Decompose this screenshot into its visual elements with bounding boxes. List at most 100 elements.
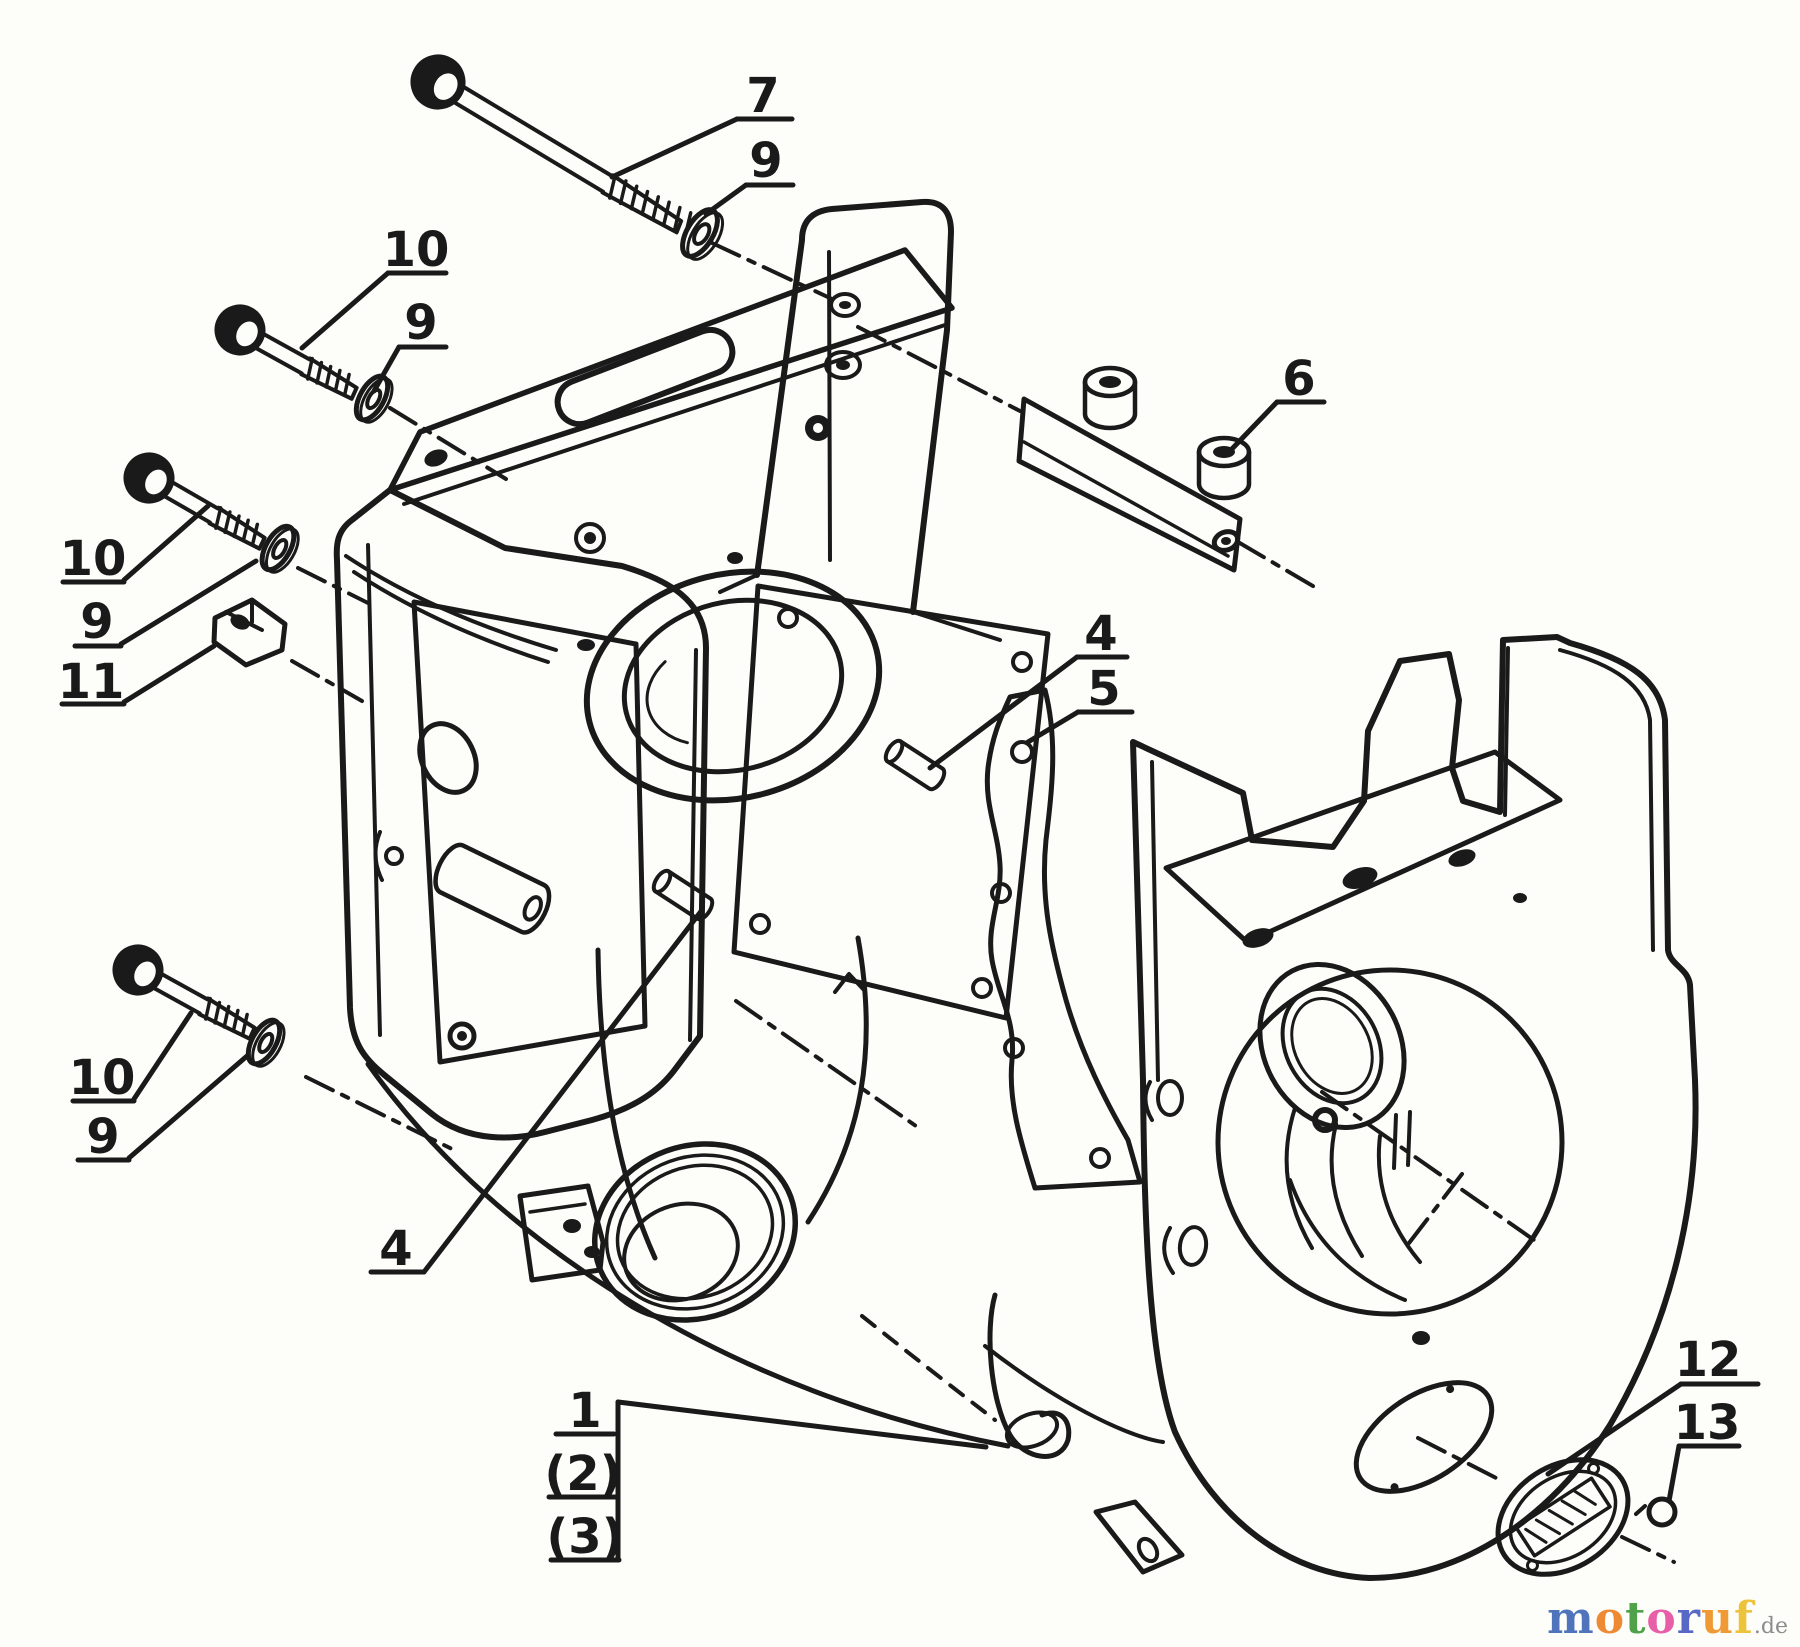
center-arm-outline: [754, 198, 954, 615]
hidden-edge-dashed: [860, 1314, 997, 1422]
assembly-axis-lines: [290, 241, 1676, 1564]
callout-leader-10-lower-left: [131, 1010, 194, 1102]
callout-label-13: 13: [1674, 1395, 1741, 1451]
callout-leader-12: [1545, 1381, 1684, 1477]
callout-10-lower-left: 10: [69, 1010, 194, 1106]
bolt-10-upper: [214, 304, 359, 401]
callout-11: 11: [58, 643, 217, 710]
callout-leader-6: [1226, 399, 1280, 455]
callout-leader-5: [1025, 709, 1081, 745]
left-case-bearing-boss: [433, 842, 552, 935]
face-hole-br: [971, 977, 993, 999]
cylinder-skirt: [595, 935, 869, 1261]
gasket-face-outline: [731, 583, 1051, 1021]
left-crankcase-half: [333, 487, 709, 1141]
housing-bottom-tab: [1093, 1499, 1185, 1575]
plate-screw: [1634, 1496, 1678, 1528]
spacer-boss-1: [1082, 365, 1138, 431]
watermark-letter: u: [1700, 1593, 1734, 1644]
watermark-letter: o: [1594, 1593, 1626, 1644]
callout-4-upper: 4: [927, 606, 1130, 771]
housing-inner-edges: [1150, 646, 1655, 1082]
callout-leader-4-upper: [927, 654, 1080, 771]
watermark-letter: o: [1646, 1593, 1677, 1644]
arm-hole-mid-center: [836, 360, 850, 370]
arm-hole-mid: [824, 350, 862, 380]
spacer-end-hole: [1211, 529, 1241, 553]
left-case-bottom-hole-center: [457, 1031, 467, 1041]
callout-9-upper-left: 9: [371, 295, 449, 394]
callout-4-lower: 4: [368, 907, 705, 1277]
callout-leader-9-upper-left: [371, 344, 402, 394]
callout-label-5: 5: [1087, 661, 1120, 717]
crankcase-bottom-sweep: [365, 1061, 1011, 1449]
callout-label-10-mid-left: 10: [60, 531, 127, 587]
group-bracket-leader: [615, 1399, 989, 1450]
housing-face-oval: [1353, 1380, 1495, 1494]
keyway-marks: [1392, 1110, 1412, 1170]
arm-hole-upper-center: [839, 301, 851, 309]
callout-label-9-mid-left: 9: [80, 594, 113, 650]
housing-oval-arc-1: [1162, 1226, 1175, 1275]
platform-hole-2: [1242, 928, 1274, 948]
top-face-dot-1: [727, 552, 743, 564]
left-case-flange-arc: [373, 830, 384, 882]
callout-label-11: 11: [58, 654, 125, 710]
callout-leader-9-mid-left: [118, 558, 259, 647]
center-crankcase: [365, 198, 1165, 1449]
dowel-pin-lower: [651, 868, 715, 922]
left-case-top-bracket: [387, 247, 955, 554]
crankcase-bottom-inner: [983, 1344, 1165, 1444]
callout-label-9-top: 9: [749, 133, 782, 189]
crank-bore: [583, 568, 883, 804]
watermark-letter: t: [1625, 1593, 1647, 1644]
gasket-arrow-mark: [833, 972, 866, 994]
callout-10-upper-left: 10: [299, 222, 449, 351]
callout-label-7: 7: [746, 68, 779, 124]
housing-outline: [1130, 634, 1699, 1581]
watermark-letter: m: [1547, 1593, 1595, 1644]
bearing-seal-rings: [1257, 961, 1407, 1131]
platform-hole-1: [1342, 866, 1378, 890]
bracket-step-ring-hole: [574, 522, 606, 554]
callout-13: 13: [1666, 1395, 1742, 1504]
rear-mount-hook: [987, 1292, 1072, 1459]
callout-label-9-upper-left: 9: [404, 295, 437, 351]
callout-leader-4-lower: [421, 907, 705, 1275]
callout-7: 7: [609, 68, 795, 180]
piston: [591, 1141, 799, 1323]
arm-hole-upper: [829, 292, 861, 318]
housing-oval-hole-1: [1177, 1225, 1209, 1267]
spacer-bar-plate: [1016, 396, 1243, 573]
arm-hole-lower-center: [813, 423, 823, 433]
callout-5: 5: [1025, 661, 1135, 745]
callout-label-6: 6: [1282, 351, 1315, 407]
callout-9-lower-left: 9: [75, 1053, 250, 1165]
watermark-letter: f: [1733, 1593, 1754, 1644]
fan-vanes: [1284, 1106, 1422, 1302]
gasket-hole-2: [990, 882, 1012, 904]
gasket-outline: [984, 687, 1143, 1191]
platform-hole-3: [1448, 849, 1476, 867]
washer-9-upper: [353, 373, 394, 424]
callout-label-2: (2): [544, 1446, 621, 1502]
callout-9-top: 9: [703, 133, 796, 217]
callout-6: 6: [1226, 351, 1327, 455]
callout-leader-10-upper-left: [299, 270, 391, 351]
callout-3: (3): [546, 1509, 623, 1565]
watermark-letter: r: [1676, 1593, 1701, 1644]
bracket-plate-hole: [424, 449, 448, 467]
callout-label-12: 12: [1675, 1332, 1742, 1388]
left-case-oval-hole: [417, 721, 479, 795]
housing-oval-hole-2: [1156, 1079, 1184, 1117]
face-hole-tr: [1011, 651, 1033, 673]
callout-label-4-lower: 4: [379, 1221, 412, 1277]
housing-small-hole: [1312, 1107, 1338, 1133]
center-arm-inner: [718, 250, 1002, 642]
bracket-step-ring-center: [584, 532, 596, 544]
motoruf-watermark: motoruf.de: [1547, 1597, 1788, 1641]
top-face-dot-2: [577, 639, 595, 651]
washer-9-lower: [245, 1017, 286, 1068]
